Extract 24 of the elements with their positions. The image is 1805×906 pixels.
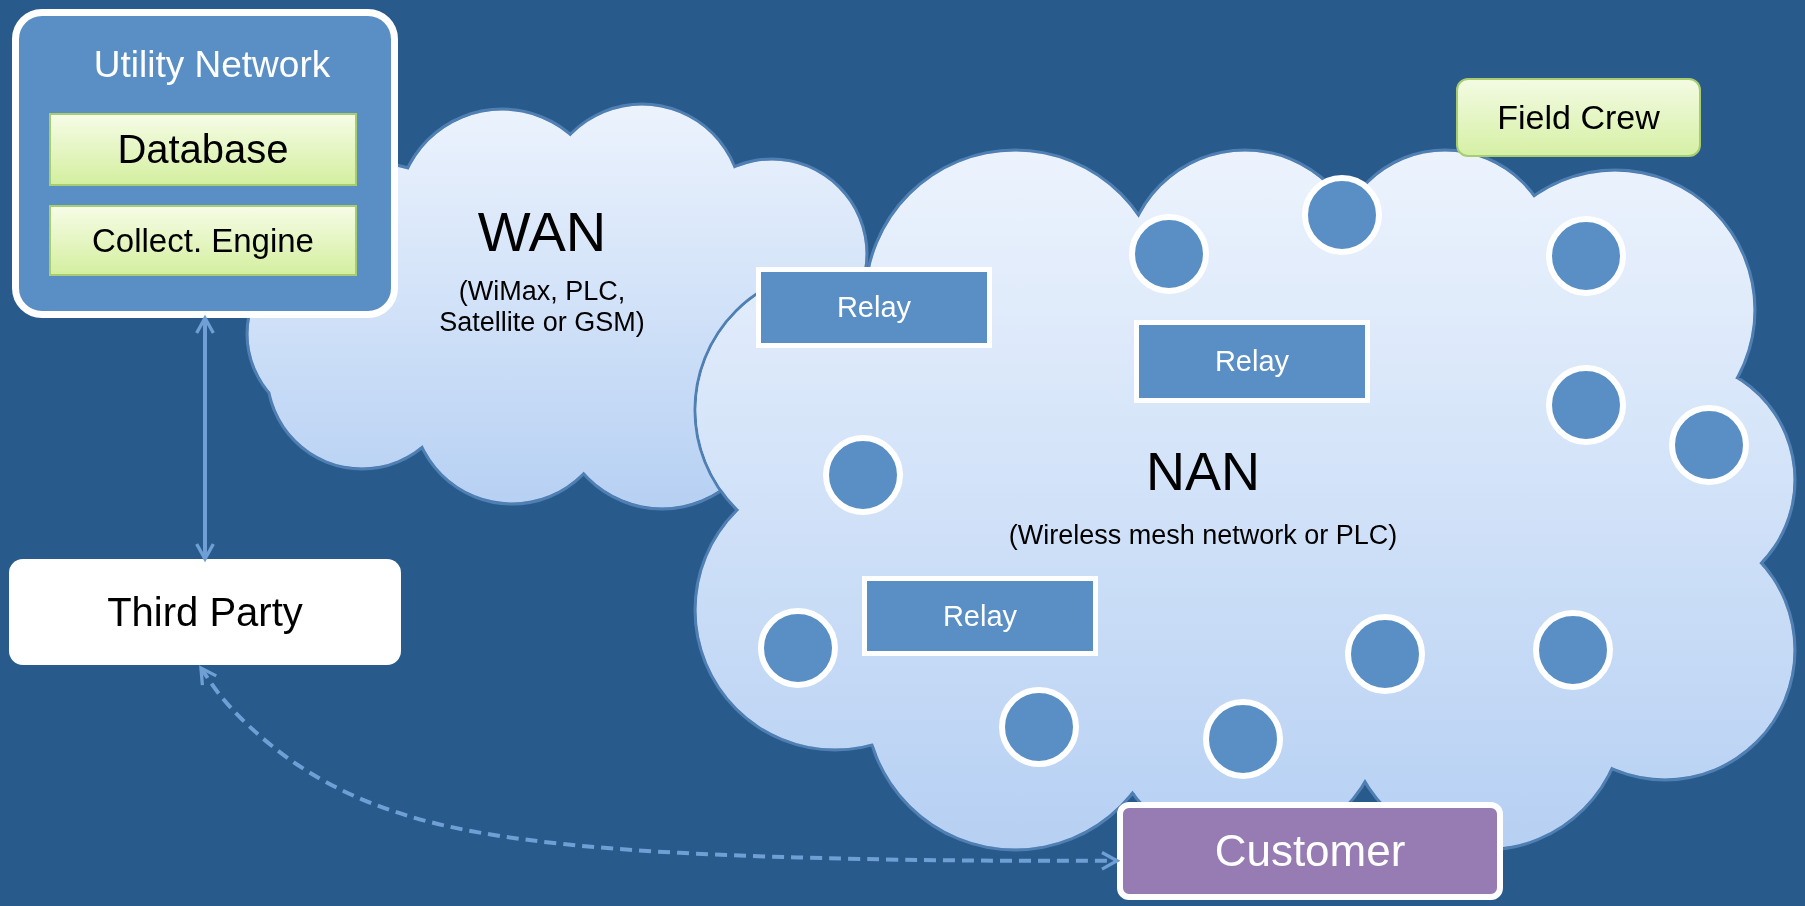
box-label: Relay: [942, 599, 1018, 633]
arrow: [199, 666, 1119, 871]
relay-box: [862, 576, 1098, 656]
network-subtitle: (Wireless mesh network or PLC): [1007, 520, 1399, 552]
network-title: NAN: [1145, 440, 1261, 503]
box-label: Collect. Engine: [92, 221, 314, 260]
network-title: WAN: [476, 200, 608, 265]
box-label: Relay: [1214, 345, 1290, 378]
box-label: Relay: [836, 291, 912, 324]
database-box: [49, 113, 357, 186]
crew-box: [1456, 78, 1701, 157]
panel-title: Utility Network: [92, 44, 332, 87]
database-box: [49, 205, 357, 276]
arrow: [195, 316, 215, 561]
box-label: Database: [117, 127, 289, 172]
network-subtitle: (WiMax, PLC, Satellite or GSM): [438, 276, 646, 339]
party-box: [9, 559, 401, 665]
customer-box: [1117, 802, 1503, 900]
relay-box: [756, 267, 992, 348]
box-label: Customer: [1214, 826, 1406, 876]
box-label: Field Crew: [1497, 98, 1660, 137]
box-label: Third Party: [107, 589, 303, 635]
network-panel: [12, 9, 398, 318]
relay-box: [1134, 320, 1370, 403]
